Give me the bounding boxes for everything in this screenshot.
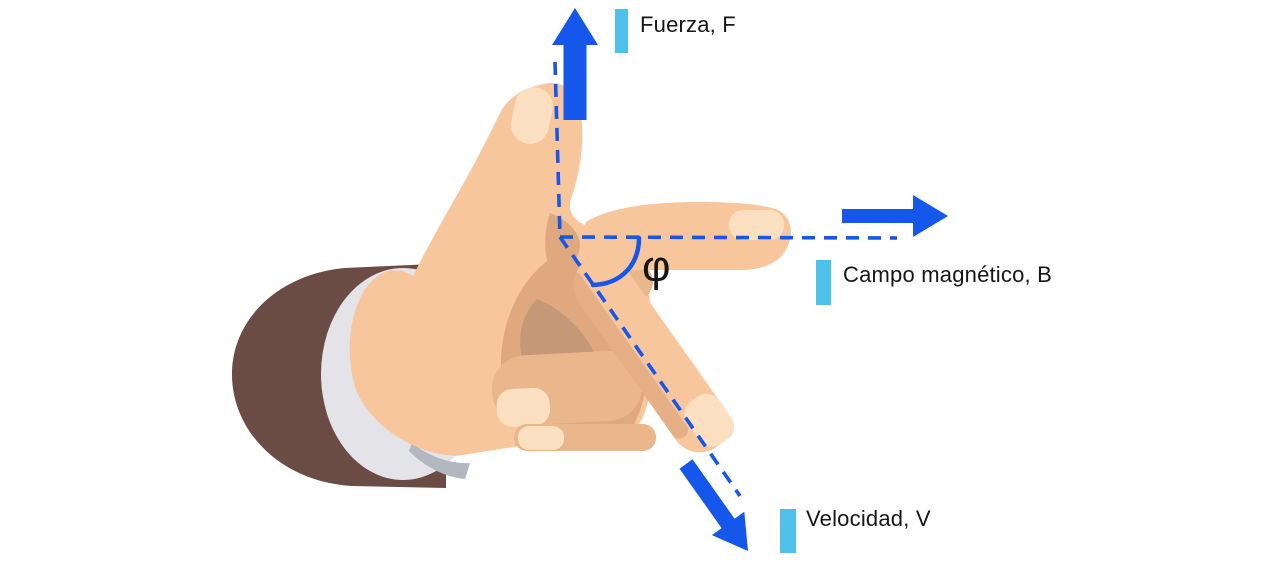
velocity-arrow — [679, 459, 748, 551]
cuff-shadow — [409, 443, 470, 479]
force-label-marker — [615, 9, 628, 53]
field-arrow — [842, 195, 948, 237]
middle-finger-nail — [684, 393, 735, 447]
vectors — [552, 8, 948, 553]
velocity-label-marker — [780, 509, 796, 553]
index-finger-nail — [729, 210, 784, 240]
velocity-label: Velocidad, V — [806, 506, 931, 531]
velocity-dashed-line — [558, 235, 742, 498]
force-label: Fuerza, F — [640, 12, 736, 37]
text-labels: Fuerza, F Campo magnético, B Velocidad, … — [640, 12, 1052, 531]
middle-finger-underside-shadow — [565, 271, 688, 439]
field-dashed-line — [559, 235, 898, 240]
force-arrow — [552, 8, 598, 120]
thumb-nail — [510, 87, 553, 144]
force-dashed-line — [553, 61, 562, 238]
folded-fingers — [491, 350, 656, 451]
pinky-finger-nail — [518, 426, 564, 450]
angle-symbol: φ — [642, 242, 671, 291]
field-label-marker — [816, 260, 831, 305]
field-label: Campo magnético, B — [843, 262, 1052, 287]
ring-finger-nail — [496, 387, 550, 427]
hand — [349, 82, 791, 456]
angle-arc — [590, 235, 642, 288]
middle-finger — [565, 256, 735, 453]
